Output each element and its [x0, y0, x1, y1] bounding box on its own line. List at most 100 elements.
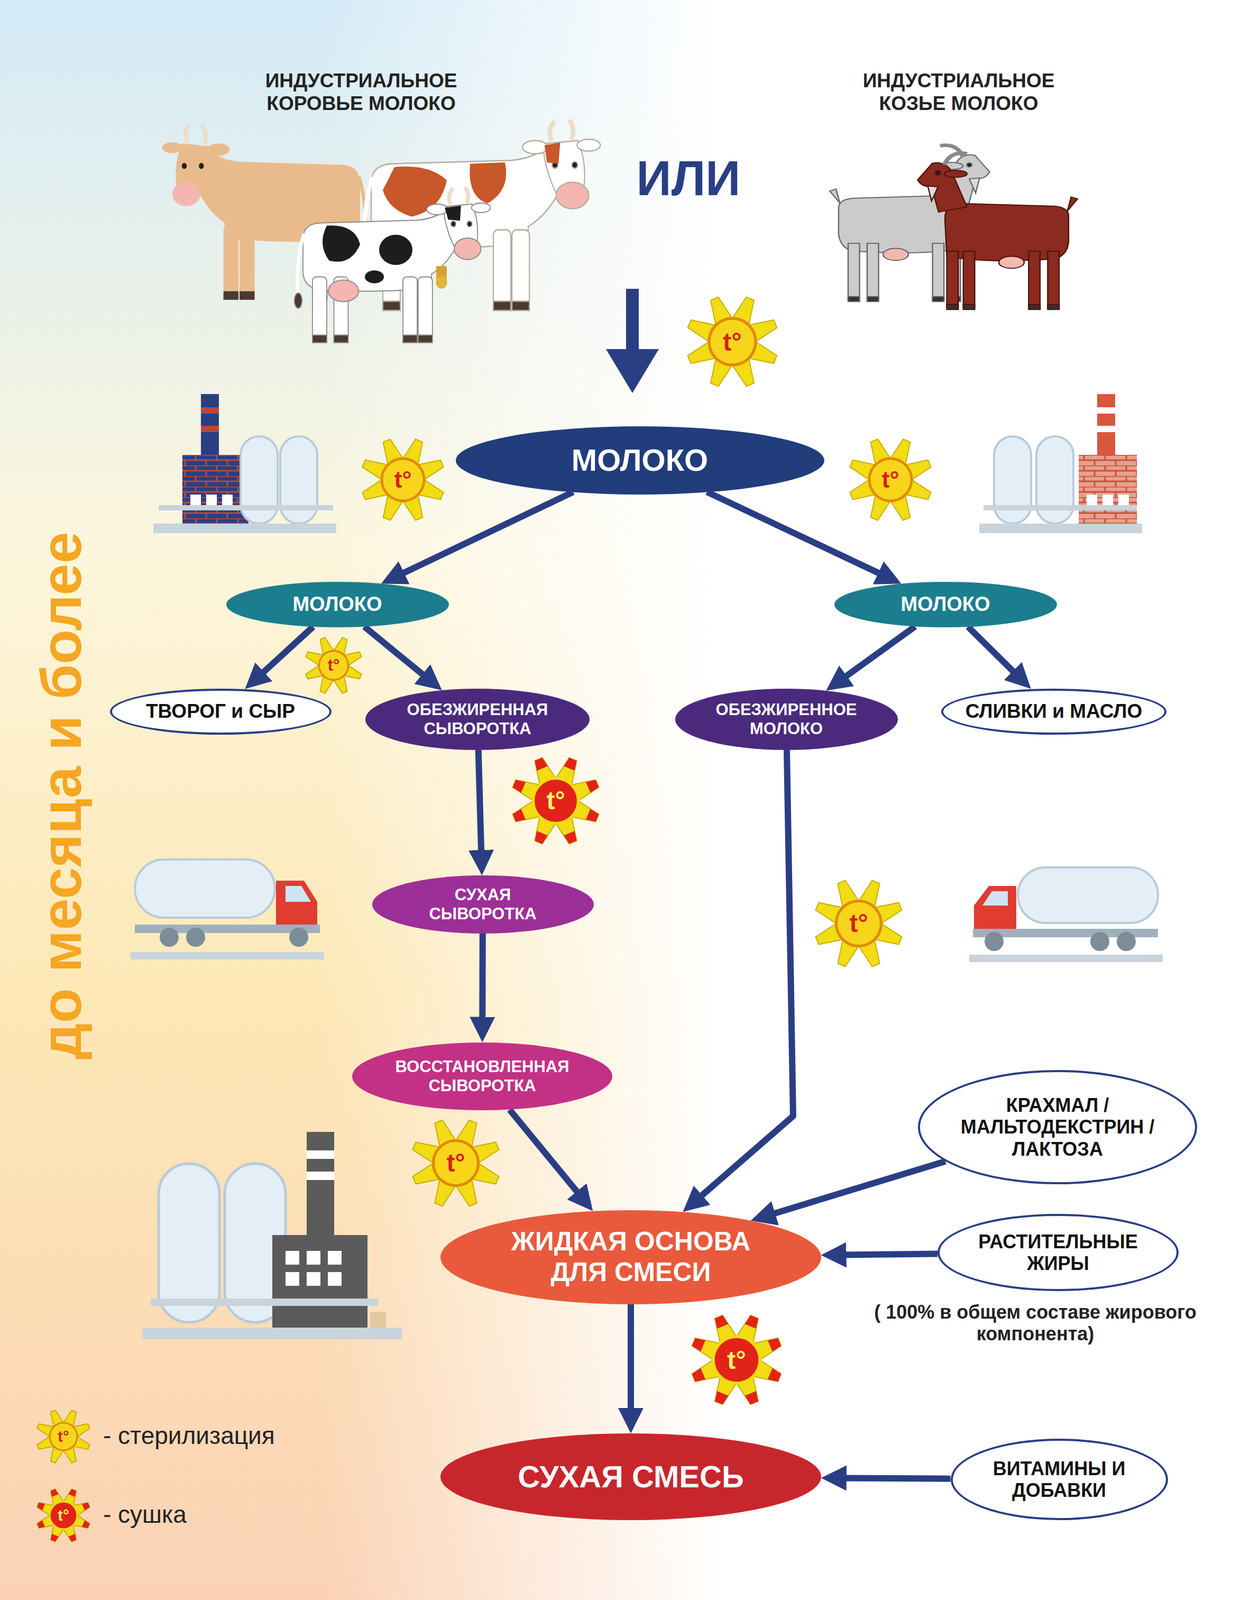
factory-right [1097, 393, 1116, 458]
drying-icon [745, 1390, 759, 1404]
factory-left [280, 436, 318, 524]
factory-left [190, 494, 201, 507]
factory-left [153, 393, 337, 533]
temperature-symbol: t° [410, 1144, 501, 1181]
result-ellipse: СУХАЯ СМЕСЬ [440, 1432, 822, 1520]
truck-right [973, 885, 1017, 931]
flow-arrow [841, 626, 915, 679]
truck-left [130, 859, 325, 960]
process-ellipse: ВОССТАНОВЛЕННАЯ СЫВОРОТКА [352, 1042, 613, 1111]
factory-bottom [142, 1327, 402, 1339]
drying-icon [692, 1337, 706, 1351]
drying-icon [585, 779, 600, 793]
factory-bottom [306, 1271, 321, 1286]
factory-left [158, 504, 334, 511]
node-text: ОБЕЗЖИРЕННАЯ СЫВОРОТКА [398, 700, 557, 738]
factory-right [979, 523, 1143, 533]
cow-illustration [294, 187, 491, 343]
truck-left [134, 859, 275, 918]
truck-right [984, 931, 1004, 951]
factory-right [1036, 436, 1074, 524]
truck-left [130, 951, 325, 960]
base-ellipse: ЖИДКАЯ ОСНОВА ДЛЯ СМЕСИ [440, 1209, 822, 1304]
drying-icon [512, 808, 527, 822]
process-ellipse: ОБЕЗЖИРЕННОЕ МОЛОКО [675, 688, 898, 750]
flow-arrow [768, 1161, 946, 1216]
node-text: МОЛОКО [292, 592, 382, 617]
flow-arrow [840, 1477, 951, 1478]
temperature-symbol: t° [510, 782, 601, 819]
truck-right [1090, 931, 1110, 951]
node-text: ВИТАМИНЫ И ДОБАВКИ [979, 1457, 1139, 1502]
legend-text: - сушка [103, 1500, 187, 1529]
factory-bottom [150, 1298, 379, 1306]
truck-left [289, 927, 309, 947]
drying-icon [745, 1315, 759, 1329]
flow-arrow [840, 1253, 939, 1255]
source-label: ИНДУСТРИАЛЬНОЕ КОЗЬЕ МОЛОКО [831, 69, 1086, 115]
drying-icon [563, 830, 577, 844]
node-text: ОБЕЗЖИРЕННОЕ МОЛОКО [706, 700, 866, 738]
flow-arrow [968, 626, 1018, 676]
main-arrow [605, 288, 659, 393]
temperature-symbol: t° [360, 462, 446, 497]
temperature-symbol: t° [35, 1425, 91, 1448]
drying-icon [50, 1533, 59, 1542]
factory-bottom [306, 1150, 335, 1159]
truck-right [1017, 867, 1158, 923]
node-text: КРАХМАЛ /МАЛЬТОДЕКСТРИН /ЛАКТОЗА [946, 1094, 1169, 1160]
node-text: СЛИВКИ и МАСЛО [965, 700, 1143, 723]
fat-note: ( 100% в общем составе жирового компонен… [871, 1300, 1200, 1345]
drying-icon [68, 1488, 77, 1497]
flow-arrow [478, 749, 482, 857]
flow-arrow [627, 1303, 634, 1414]
factory-left [200, 425, 219, 432]
flow-arrow [697, 749, 794, 1200]
factory-left [206, 494, 217, 507]
factory-bottom [142, 1131, 402, 1339]
drying-icon [585, 808, 600, 822]
duration-note: до месяца и более [28, 464, 95, 1126]
milk-ellipse: МОЛОКО [226, 581, 449, 628]
cow-illustration [444, 205, 462, 222]
main-arrow [626, 288, 639, 353]
truck-right [982, 890, 1008, 906]
cow-illustration [364, 270, 384, 283]
drying-icon [714, 1315, 729, 1329]
ingredient-ellipse: РАСТИТЕЛЬНЫЕ ЖИРЫ [937, 1213, 1179, 1292]
factory-bottom [285, 1250, 300, 1265]
drying-icon [37, 1519, 45, 1528]
truck-right [1116, 931, 1136, 951]
temperature-symbol: t° [35, 1503, 91, 1527]
drying-icon [534, 830, 548, 844]
temperature-symbol: t° [848, 462, 933, 497]
node-text: СУХАЯ СЫВОРОТКА [408, 885, 557, 923]
drying-icon [534, 757, 548, 771]
node-text: МОЛОКО [900, 592, 990, 617]
truck-left [186, 927, 206, 947]
ingredient-ellipse: ВИТАМИНЫ И ДОБАВКИ [950, 1438, 1169, 1520]
factory-left [200, 407, 219, 414]
drying-icon [767, 1367, 781, 1382]
process-ellipse: СУХАЯ СЫВОРОТКА [372, 875, 594, 934]
flow-arrow [706, 491, 885, 576]
temperature-symbol: t° [304, 653, 363, 677]
truck-left [276, 880, 318, 927]
truck-left [285, 885, 311, 902]
node-text: СУХАЯ СМЕСЬ [517, 1458, 744, 1495]
factory-right [1102, 494, 1114, 507]
factory-bottom [306, 1250, 321, 1265]
factory-left [182, 454, 249, 524]
ingredient-ellipse: КРАХМАЛ /МАЛЬТОДЕКСТРИН /ЛАКТОЗА [917, 1069, 1198, 1185]
cow-illustration [162, 120, 601, 343]
temperature-symbol: t° [685, 323, 779, 361]
main-arrow [605, 348, 659, 393]
milk-ellipse: МОЛОКО [455, 426, 825, 495]
temperature-symbol: t° [813, 905, 904, 942]
factory-right [1086, 494, 1098, 507]
drying-icon [563, 757, 577, 771]
truck-left [159, 927, 179, 947]
truck-right [969, 867, 1163, 962]
